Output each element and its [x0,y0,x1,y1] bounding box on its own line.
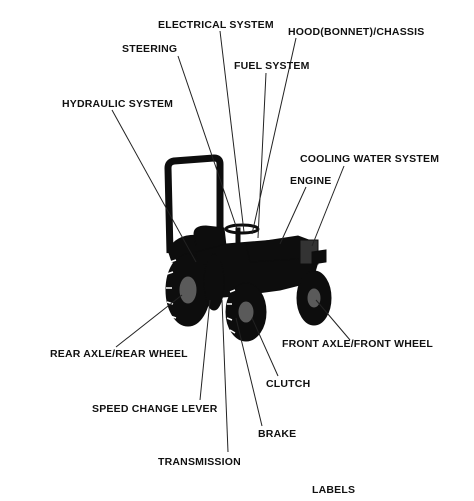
label-brake: BRAKE [258,428,296,440]
leader-clutch [251,317,279,377]
mid-wheel-hub [238,301,254,323]
label-fuel-system: FUEL SYSTEM [234,60,310,72]
label-engine: ENGINE [290,175,331,187]
label-electrical-system: ELECTRICAL SYSTEM [158,19,274,31]
far-rear-wheel [203,253,225,311]
leader-brake [235,317,263,427]
front-wheel-hub [307,288,321,308]
front-bumper [311,249,327,265]
leader-lines [111,30,351,453]
rear-wheel-tread [166,259,177,319]
rear-wheel-hub [179,276,197,304]
label-transmission: TRANSMISSION [158,456,241,468]
leader-engine [279,186,307,245]
part-labels: ELECTRICAL SYSTEM HOOD(BONNET)/CHASSIS S… [50,19,439,496]
label-hood-chassis: HOOD(BONNET)/CHASSIS [288,26,424,38]
label-steering: STEERING [122,43,177,55]
seat [193,225,227,247]
label-hydraulic-system: HYDRAULIC SYSTEM [62,98,173,110]
leader-speed-change-lever [199,299,211,401]
tractor-silhouette [164,154,332,342]
label-clutch: CLUTCH [266,378,310,390]
leader-electrical-system [219,30,245,233]
leader-fuel-system [257,72,267,239]
leader-hydraulic-system [111,109,197,263]
label-rear-axle-rear-wheel: REAR AXLE/REAR WHEEL [50,348,188,360]
leader-transmission [221,299,229,453]
leader-cooling-water-system [311,165,345,247]
label-cooling-water-system: COOLING WATER SYSTEM [300,153,439,165]
mid-wheel-tread [226,289,236,334]
leader-steering [177,55,238,230]
leader-rear-axle-rear-wheel [115,294,183,348]
label-speed-change-lever: SPEED CHANGE LEVER [92,403,218,415]
label-front-axle-front-wheel: FRONT AXLE/FRONT WHEEL [282,338,433,350]
leader-front-axle-front-wheel [315,299,351,341]
rops-bar [164,154,224,254]
label-footer: LABELS [312,484,355,496]
steering-column [235,227,241,245]
